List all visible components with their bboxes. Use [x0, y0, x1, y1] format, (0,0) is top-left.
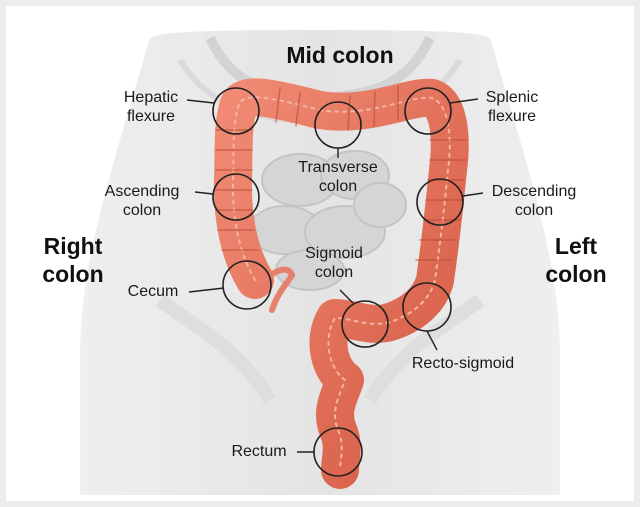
label-transverse-colon: Transversecolon [286, 158, 390, 196]
region-left-colon: Leftcolon [534, 232, 618, 288]
region-right-colon: Rightcolon [28, 232, 118, 288]
label-splenic-flexure: Splenicflexure [472, 88, 552, 126]
label-ascending-colon: Ascendingcolon [90, 182, 194, 220]
label-sigmoid-colon: Sigmoidcolon [290, 244, 378, 282]
label-hepatic-flexure: Hepaticflexure [115, 88, 187, 126]
label-cecum: Cecum [116, 282, 190, 301]
label-descending-colon: Descendingcolon [478, 182, 590, 220]
page-title: Mid colon [266, 41, 414, 69]
label-recto-sigmoid: Recto-sigmoid [398, 354, 528, 373]
label-rectum: Rectum [222, 442, 296, 461]
